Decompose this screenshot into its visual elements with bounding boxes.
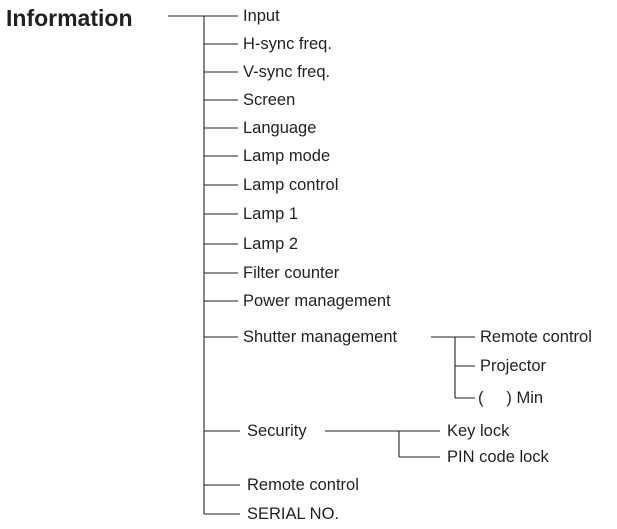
item-language: Language [243,119,317,137]
item-filter-counter: Filter counter [243,264,340,282]
shutter-min: ( ) Min [478,389,544,407]
item-lamp-mode: Lamp mode [243,147,331,165]
item-v-sync-freq: V-sync freq. [243,63,331,81]
security-key-lock: Key lock [447,422,510,440]
menu-title-information: Information [6,5,133,31]
item-security: Security [247,422,307,440]
item-screen: Screen [243,91,296,109]
item-input: Input [243,7,280,25]
item-lamp-2: Lamp 2 [243,235,299,253]
shutter-projector: Projector [480,357,547,375]
item-remote-control: Remote control [247,476,359,494]
item-lamp-1: Lamp 1 [243,205,299,223]
item-shutter-management: Shutter management [243,328,398,346]
security-pin-code-lock: PIN code lock [447,448,549,466]
item-lamp-control: Lamp control [243,176,339,194]
item-power-management: Power management [243,292,391,310]
item-serial-no: SERIAL NO. [247,505,339,523]
item-h-sync-freq: H-sync freq. [243,35,332,53]
shutter-remote-control: Remote control [480,328,592,346]
